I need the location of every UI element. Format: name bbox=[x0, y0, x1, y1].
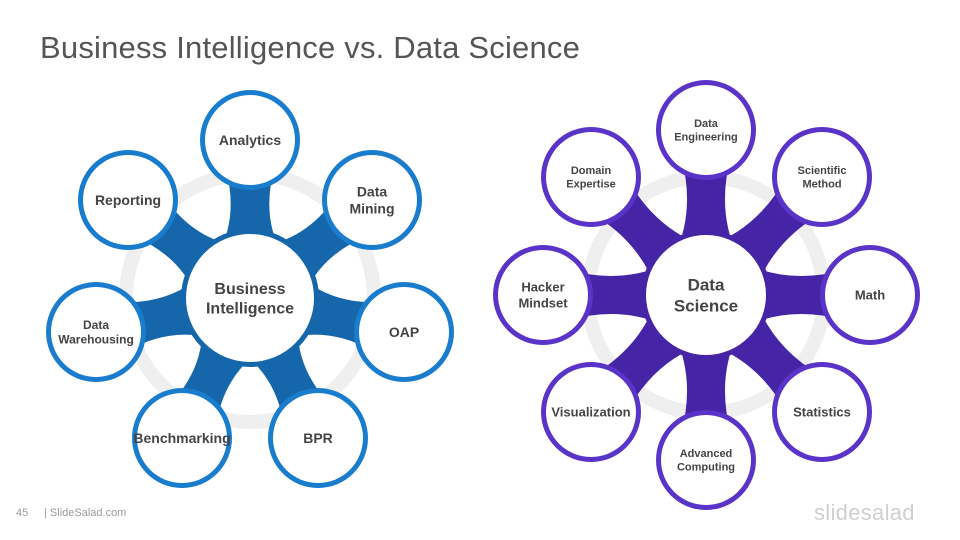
ds-node-circle bbox=[825, 250, 915, 340]
ds-node-circle bbox=[546, 132, 636, 222]
ds-node-circle bbox=[777, 367, 867, 457]
bi-node-circle bbox=[137, 393, 227, 483]
bi-node-label: BPR bbox=[303, 430, 333, 446]
bi-node-circle bbox=[273, 393, 363, 483]
ds-node-label: Statistics bbox=[793, 405, 851, 420]
ds-center-circle bbox=[646, 235, 766, 355]
bi-node-label: Analytics bbox=[219, 132, 281, 148]
bi-node-circle bbox=[359, 287, 449, 377]
ds-node-circle bbox=[777, 132, 867, 222]
bi-node-circle bbox=[51, 287, 141, 377]
ds-node-circle bbox=[498, 250, 588, 340]
bi-node-circle bbox=[83, 155, 173, 245]
slide-title: Business Intelligence vs. Data Science bbox=[40, 30, 581, 65]
bi-node-label: OAP bbox=[389, 324, 419, 340]
bi-node-label: Benchmarking bbox=[133, 430, 230, 446]
bi-node-label: Reporting bbox=[95, 192, 161, 208]
bi-node-circle bbox=[327, 155, 417, 245]
ds-node-circle bbox=[661, 85, 751, 175]
footer-site: | SlideSalad.com bbox=[44, 507, 127, 519]
brand-logo: slidesalad bbox=[814, 500, 915, 525]
bi-node-circle bbox=[205, 95, 295, 185]
ds-node-label: Visualization bbox=[551, 405, 630, 420]
bi-center-circle bbox=[186, 234, 314, 362]
page-number: 45 bbox=[16, 507, 29, 519]
ds-node-label: Math bbox=[855, 288, 885, 303]
ds-node-circle bbox=[546, 367, 636, 457]
ds-node-circle bbox=[661, 415, 751, 505]
